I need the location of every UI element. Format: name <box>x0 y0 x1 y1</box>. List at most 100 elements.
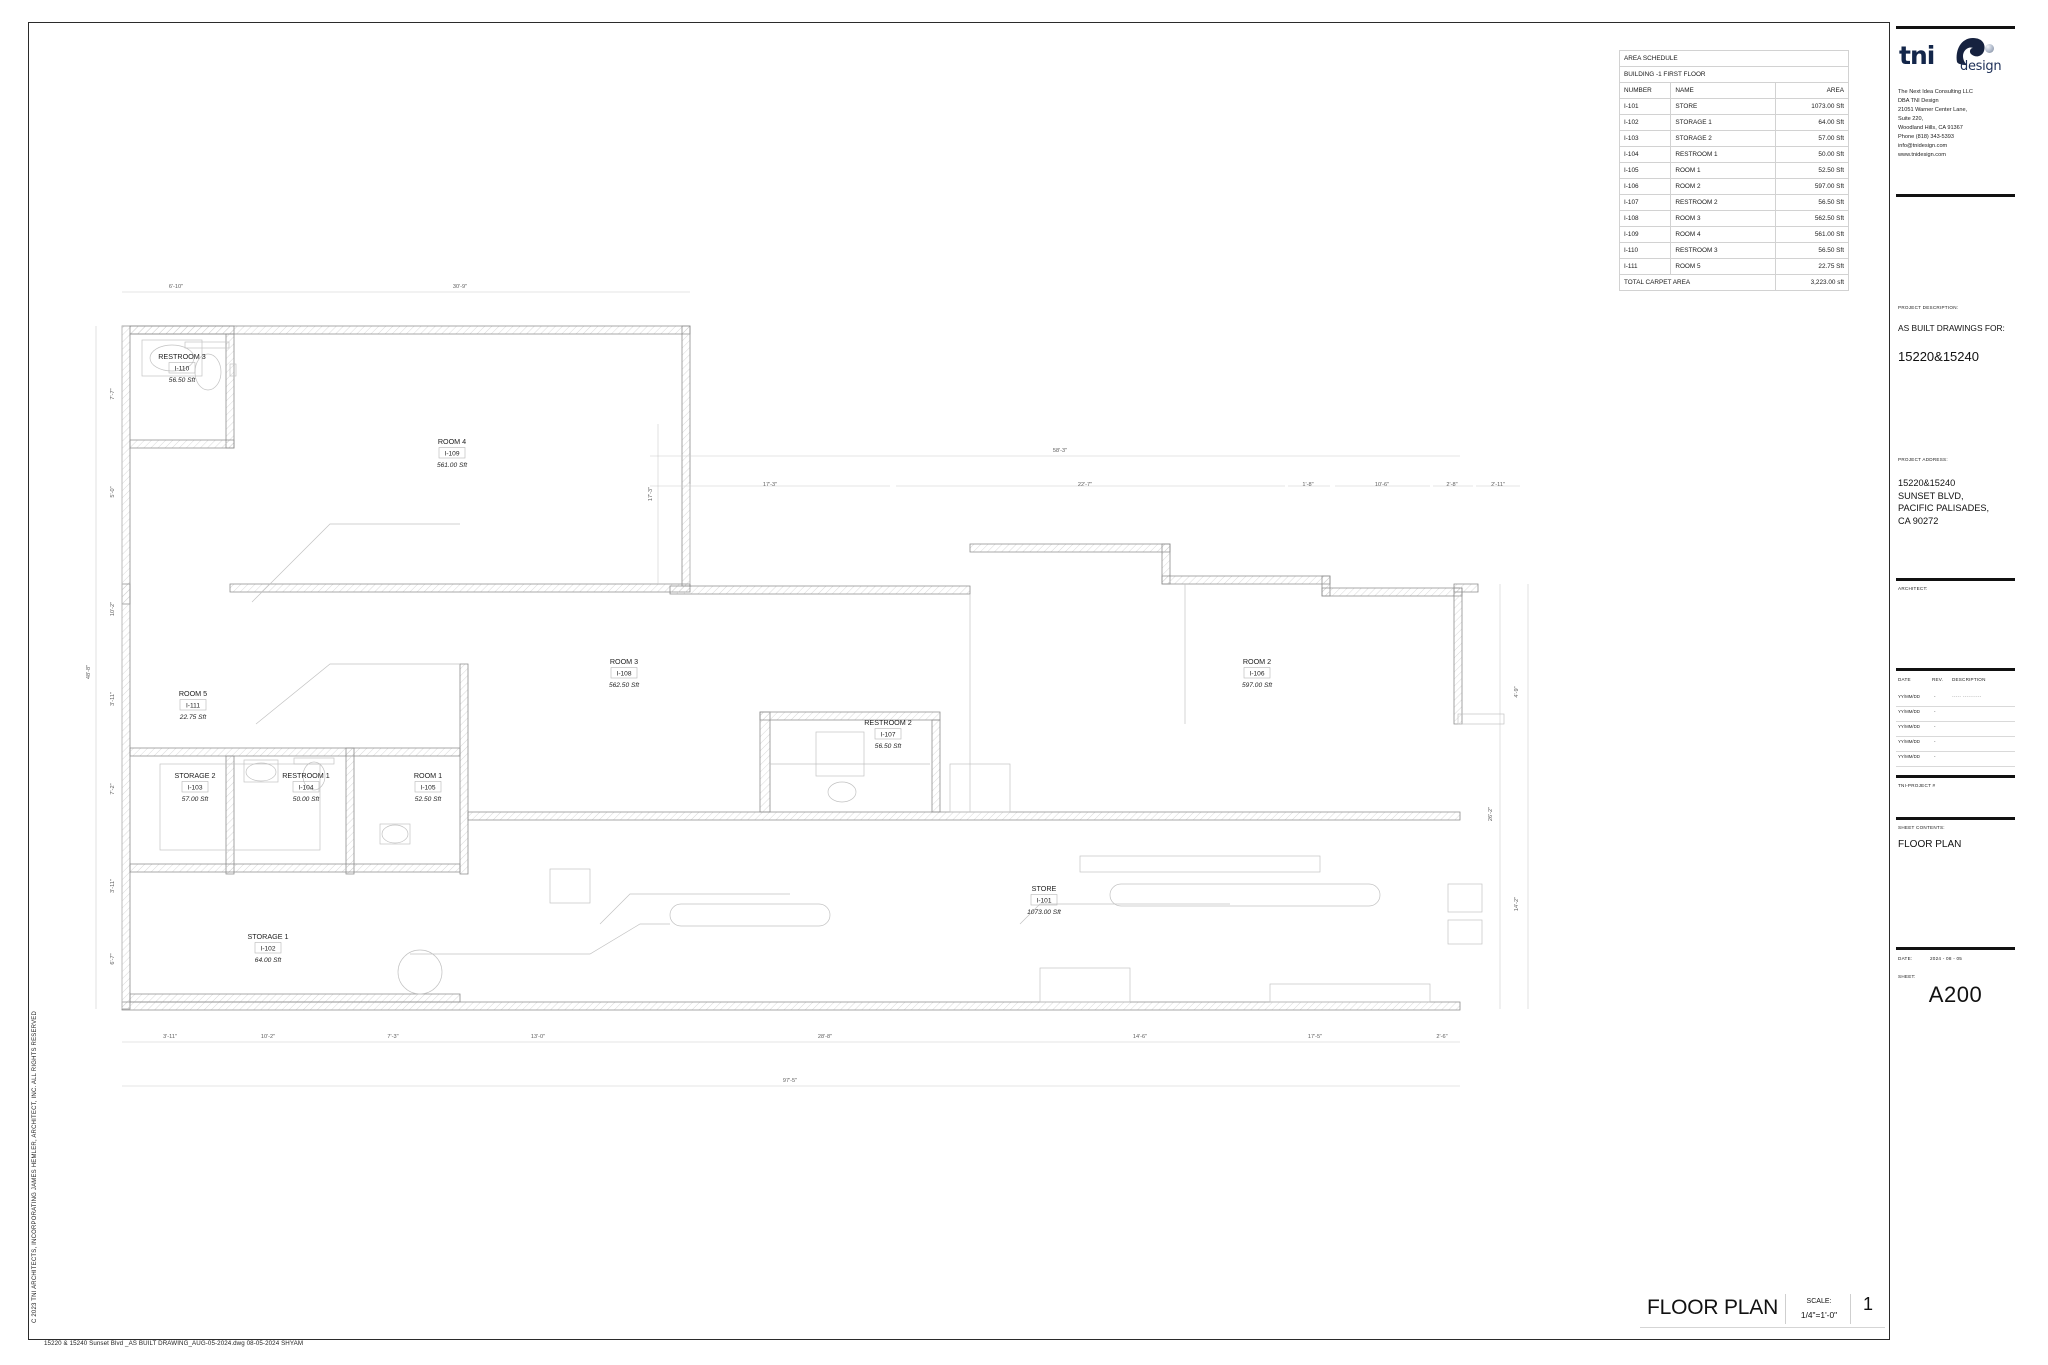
room-area: 56.50 Sft <box>169 377 197 384</box>
logo-tni-text: tni <box>1899 41 1935 70</box>
cell-name: STORAGE 2 <box>1670 130 1776 147</box>
cell-name: ROOM 3 <box>1670 210 1776 227</box>
room-area: 50.00 Sft <box>293 796 321 803</box>
dimension-text: 2'-11" <box>1491 482 1505 488</box>
logo-sphere-icon <box>1985 44 1994 53</box>
total-label: TOTAL CARPET AREA <box>1619 274 1776 291</box>
area-schedule-subtitle: BUILDING -1 FIRST FLOOR <box>1619 66 1849 83</box>
room-name: ROOM 4 <box>438 437 466 446</box>
cell-number: I-109 <box>1618 226 1672 243</box>
dimension-text: 3'-11" <box>110 879 116 893</box>
revision-date: YY/MM/DD <box>1898 754 1920 759</box>
cell-number: I-110 <box>1618 242 1672 259</box>
scale-box: SCALE: 1/4"=1'-0" <box>1785 1294 1851 1324</box>
company-info-line: info@tnidesign.com <box>1898 143 1948 150</box>
dimension-text: 30'-9" <box>453 284 467 290</box>
sheet-label: SHEET: <box>1898 974 1916 979</box>
dimension-text: 17'-3" <box>648 487 654 501</box>
revision-row-divider <box>1896 721 2015 722</box>
cell-area: 52.50 Sft <box>1774 162 1850 179</box>
dimension-text: 26'-2" <box>1488 807 1494 821</box>
room-area: 597.00 Sft <box>1242 682 1273 689</box>
room-area: 57.00 Sft <box>182 796 210 803</box>
dimension-text: 10'-2" <box>110 602 116 616</box>
total-row: TOTAL CARPET AREA 3,223.00 sft <box>1619 274 1850 291</box>
tb-divider-4 <box>1896 775 2015 778</box>
revision-rev: - <box>1934 724 1936 729</box>
cell-name: STORAGE 1 <box>1670 114 1776 131</box>
room-number: I-110 <box>175 366 190 373</box>
architect-label: ARCHITECT: <box>1898 586 1928 591</box>
project-address-line: 15220&15240 <box>1898 478 1956 488</box>
room-number: I-105 <box>420 785 435 792</box>
cell-number: I-106 <box>1618 178 1672 195</box>
header-area: AREA <box>1774 82 1850 99</box>
cell-name: STORE <box>1670 98 1776 115</box>
cell-number: I-111 <box>1618 258 1672 275</box>
room-name: ROOM 3 <box>610 657 638 666</box>
plan-walls <box>121 325 1479 1011</box>
date-label: DATE: <box>1898 956 1913 961</box>
room-number-box <box>168 362 196 374</box>
area-schedule-header-row: NUMBER NAME AREA <box>1618 82 1850 99</box>
cell-number: I-107 <box>1618 194 1672 211</box>
dimension-text: 5'-0" <box>110 486 116 497</box>
area-schedule-title-row: AREA SCHEDULE <box>1619 50 1849 67</box>
date-value: 2024 - 08 - 05 <box>1930 956 1963 961</box>
project-description-label: PROJECT DESCRIPTION: <box>1898 305 1959 310</box>
revision-date: YY/MM/DD <box>1898 709 1920 714</box>
room-number-box <box>874 728 902 740</box>
tb-divider-5 <box>1896 817 2015 820</box>
sheet-number: A200 <box>1928 982 1983 1007</box>
room-number: I-106 <box>1249 671 1264 678</box>
room-area: 56.50 Sft <box>875 743 903 750</box>
revision-rev: - <box>1934 754 1936 759</box>
company-info-line: Suite 220, <box>1898 116 1924 123</box>
room-number: I-102 <box>260 946 275 953</box>
detail-number: 1 <box>1862 1294 1873 1314</box>
scale-value: 1/4"=1'-0" <box>1800 1310 1838 1320</box>
room-number-box <box>181 781 209 793</box>
cell-area: 1073.00 Sft <box>1774 98 1850 115</box>
dimension-text: 13'-0" <box>531 1034 545 1040</box>
as-built-label: AS BUILT DRAWINGS FOR: <box>1898 323 2005 333</box>
logo-design-text: design <box>1960 59 2002 74</box>
revision-row-divider <box>1896 736 2015 737</box>
sheet-contents-value: FLOOR PLAN <box>1898 839 1962 850</box>
cell-area: 64.00 Sft <box>1774 114 1850 131</box>
dimension-text: 7'-2" <box>110 783 116 794</box>
room-number-box <box>438 447 466 459</box>
room-area: 1073.00 Sft <box>1027 909 1062 916</box>
room-number: I-103 <box>187 785 202 792</box>
room-name: RESTROOM 2 <box>864 718 912 727</box>
room-name: ROOM 5 <box>179 689 207 698</box>
cell-area: 597.00 Sft <box>1774 178 1850 195</box>
dimension-text: 14'-6" <box>1133 1034 1147 1040</box>
area-schedule-total: TOTAL CARPET AREA 3,223.00 sft <box>1619 274 1850 291</box>
cell-name: RESTROOM 3 <box>1670 242 1776 259</box>
dimension-text: 48'-8" <box>86 665 92 679</box>
room-number-box <box>610 667 638 679</box>
tni-project-label: TNI-PROJECT # <box>1898 783 1936 788</box>
room-area: 64.00 Sft <box>255 957 283 964</box>
revision-date: YY/MM/DD <box>1898 694 1920 699</box>
dimension-text: 3'-11" <box>163 1034 177 1040</box>
cell-area: 57.00 Sft <box>1774 130 1850 147</box>
scale-label: SCALE: <box>1806 1298 1832 1305</box>
cell-number: I-105 <box>1618 162 1672 179</box>
company-info-line: DBA TNI Design <box>1898 98 1939 105</box>
dimension-text: 58'-3" <box>1053 448 1067 454</box>
